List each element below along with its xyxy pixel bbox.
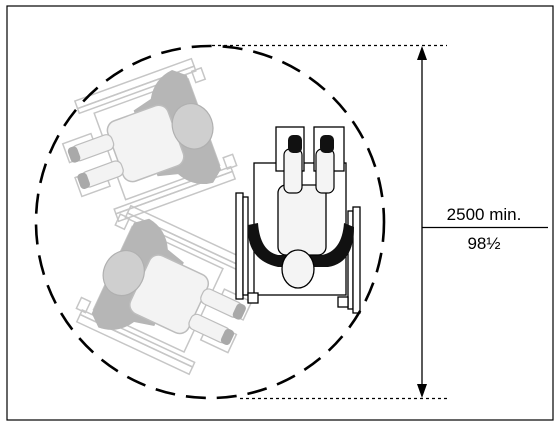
ghost-wheelchair-lower <box>75 204 253 376</box>
dimension-metric-label: 2500 min. <box>447 205 522 224</box>
shoe <box>288 135 302 153</box>
head <box>171 103 214 150</box>
wheel <box>114 170 237 223</box>
arrow-down-icon <box>417 384 427 398</box>
arms <box>247 223 354 267</box>
shoe <box>320 135 334 153</box>
turning-circle <box>34 44 386 400</box>
leg <box>315 148 335 194</box>
leg <box>283 148 303 194</box>
wheel <box>235 192 244 300</box>
torso <box>277 184 327 256</box>
wheelchair-main <box>235 126 361 314</box>
head <box>102 250 145 297</box>
wheel <box>352 206 361 314</box>
arrow-up-icon <box>417 46 427 60</box>
head <box>281 249 315 289</box>
wheel <box>75 313 194 376</box>
dimension-imperial-label: 98½ <box>467 234 500 253</box>
frame-border <box>6 5 554 421</box>
ghost-wheelchair-upper <box>61 57 238 223</box>
dimension-annotation: 2500 min. 98½ <box>212 44 548 400</box>
